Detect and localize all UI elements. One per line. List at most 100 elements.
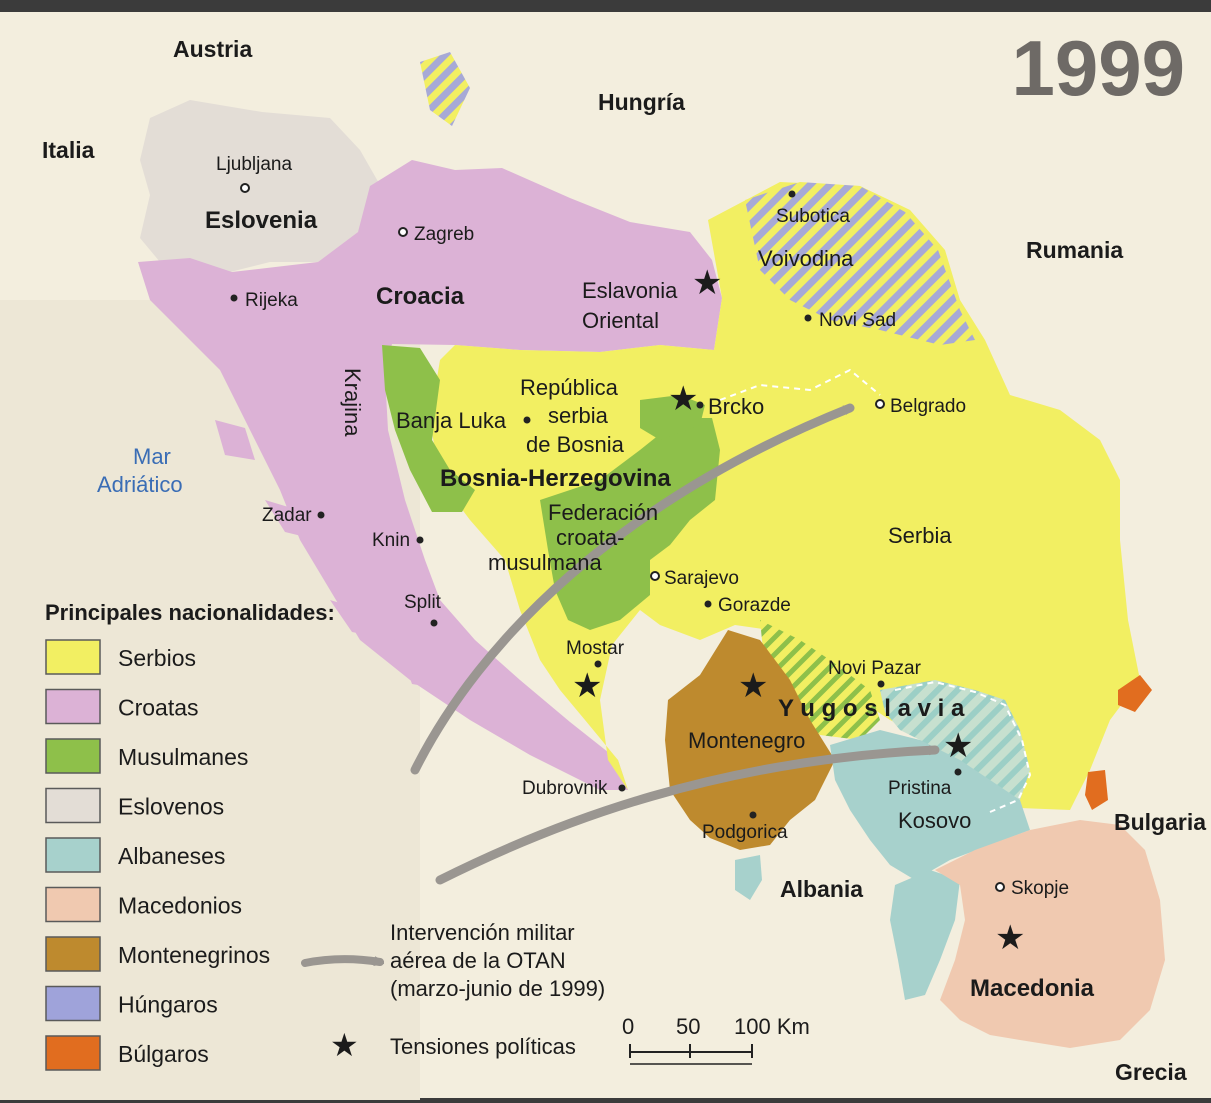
city-dot-banja-luka — [523, 416, 531, 424]
label-bosnia: Bosnia-Herzegovina — [440, 465, 671, 492]
legend-otan-1: Intervención militar — [390, 920, 575, 945]
region-kosovo — [830, 730, 1030, 880]
label-dubrovnik: Dubrovnik — [522, 778, 608, 799]
legend-label: Montenegrinos — [118, 942, 270, 968]
label-skopje: Skopje — [1011, 878, 1069, 899]
legend-tensiones: Tensiones políticas — [390, 1034, 576, 1059]
legend-swatch — [45, 738, 101, 774]
label-krajina: Krajina — [340, 368, 365, 437]
border-kosovo-dashed — [894, 680, 1032, 813]
label-rumania: Rumania — [1026, 237, 1123, 263]
legend-items: SerbiosCroatasMusulmanesEslovenosAlbanes… — [45, 639, 270, 1071]
legend-swatch — [45, 1035, 101, 1071]
label-republica-1: República — [520, 375, 619, 400]
label-republica-2: serbia — [548, 403, 609, 428]
label-gorazde: Gorazde — [718, 595, 791, 616]
legend-label: Húngaros — [118, 992, 218, 1018]
label-grecia: Grecia — [1115, 1059, 1187, 1085]
city-dot-belgrado — [875, 399, 885, 409]
area-musulmanes-brcko — [640, 395, 705, 440]
legend-swatch — [45, 837, 101, 873]
city-dot-dubrovnik — [618, 784, 626, 792]
legend-swatch — [45, 787, 101, 824]
label-montenegro: Montenegro — [688, 728, 805, 753]
star-icon-kosovo: ★ — [943, 727, 973, 765]
city-dot-rijeka — [230, 294, 238, 302]
city-dot-novi-sad — [804, 314, 812, 322]
legend-title: Principales nacionalidades: — [45, 600, 335, 625]
city-dot-zadar — [317, 511, 325, 519]
legend-swatch — [45, 886, 101, 923]
area-albaneses-macedonia — [890, 870, 960, 1000]
scale-label-0: 0 — [622, 1014, 634, 1039]
scale-label-100: 100 Km — [734, 1014, 810, 1039]
area-bulgaros-2 — [1085, 770, 1108, 810]
area-musulmanes-banjaluka — [382, 345, 475, 512]
label-croacia: Croacia — [376, 283, 465, 310]
label-eslavonia-1: Eslavonia — [582, 278, 678, 303]
city-dot-pristina — [954, 768, 962, 776]
label-banja-luka: Banja Luka — [396, 408, 507, 433]
otan-arrow-1 — [410, 403, 850, 775]
label-brcko: Brcko — [708, 394, 764, 419]
label-belgrado: Belgrado — [890, 396, 966, 417]
city-dot-podgorica — [749, 811, 757, 819]
legend-label: Eslovenos — [118, 794, 224, 820]
city-dot-knin — [416, 536, 424, 544]
area-albaneses-albania — [735, 855, 762, 900]
city-dot-ljubljana — [240, 183, 250, 193]
label-yugoslavia: Y u g o s l a v i a — [778, 695, 965, 722]
star-icon-macedonia: ★ — [995, 919, 1025, 957]
label-eslavonia-2: Oriental — [582, 308, 659, 333]
legend-label: Serbios — [118, 645, 196, 671]
label-federacion-3: musulmana — [488, 550, 602, 575]
star-icon-sandzak: ★ — [738, 667, 768, 705]
label-voivodina: Voivodina — [758, 246, 854, 271]
label-macedonia: Macedonia — [970, 975, 1095, 1002]
legend-label: Macedonios — [118, 893, 242, 919]
legend-swatch — [45, 985, 101, 1022]
label-federacion-2: croata- — [556, 525, 624, 550]
label-mostar: Mostar — [566, 638, 625, 659]
label-republica-3: de Bosnia — [526, 432, 625, 457]
star-icon-mostar: ★ — [572, 667, 602, 705]
city-dot-gorazde — [704, 600, 712, 608]
legend: Principales nacionalidades: SerbiosCroat… — [45, 600, 810, 1071]
city-dot-mostar — [594, 660, 602, 668]
label-mar: Mar — [133, 444, 171, 469]
legend-star-icon: ★ — [330, 1027, 359, 1063]
legend-label: Musulmanes — [118, 744, 248, 770]
legend-label: Albaneses — [118, 843, 225, 869]
area-bulgaros-1 — [1118, 675, 1152, 712]
label-novi-pazar: Novi Pazar — [828, 658, 922, 679]
label-subotica: Subotica — [776, 206, 850, 227]
label-albania: Albania — [780, 876, 863, 902]
region-eslovenia — [140, 100, 380, 272]
city-dot-subotica — [788, 190, 796, 198]
city-dot-brcko — [696, 401, 704, 409]
area-hungaros-norte — [420, 52, 470, 126]
label-adriatico: Adriático — [97, 472, 183, 497]
label-federacion-1: Federación — [548, 500, 658, 525]
label-podgorica: Podgorica — [702, 822, 788, 843]
legend-swatch — [45, 688, 101, 725]
label-pristina: Pristina — [888, 778, 952, 799]
scale-label-50: 50 — [676, 1014, 700, 1039]
label-zadar: Zadar — [262, 505, 312, 526]
label-knin: Knin — [372, 530, 410, 551]
label-novi-sad: Novi Sad — [819, 310, 896, 331]
label-rijeka: Rijeka — [245, 290, 298, 311]
legend-otan-2: aérea de la OTAN — [390, 948, 566, 973]
legend-swatch — [45, 639, 101, 675]
legend-swatch — [45, 936, 101, 972]
area-voivodina — [745, 182, 975, 345]
region-croacia — [138, 160, 722, 790]
star-icon-eslavonia: ★ — [692, 264, 722, 302]
croatian-islands — [215, 340, 448, 690]
region-macedonia — [935, 820, 1165, 1048]
label-zagreb: Zagreb — [414, 224, 474, 245]
label-split: Split — [404, 592, 442, 613]
label-serbia: Serbia — [888, 523, 952, 548]
star-icon-brcko: ★ — [668, 380, 698, 418]
